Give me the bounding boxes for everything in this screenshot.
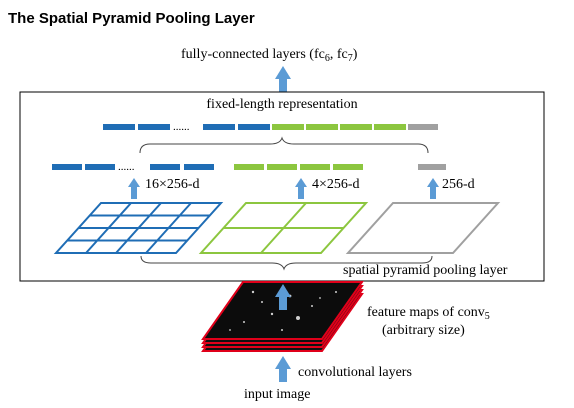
fixed-length-vector: ...... bbox=[103, 121, 438, 133]
top-brace bbox=[139, 136, 429, 154]
input-image-label: input image bbox=[244, 387, 311, 402]
bin-16-vector: ...... bbox=[52, 161, 214, 173]
dim-1-label: 256-d bbox=[442, 177, 475, 192]
spp-layer-label: spatial pyramid pooling layer bbox=[343, 263, 508, 278]
bottom-brace bbox=[140, 255, 433, 271]
feature-maps-label: feature maps of conv5 bbox=[367, 305, 490, 322]
bin-1-vector bbox=[418, 164, 446, 170]
feature-maps-stack bbox=[201, 281, 364, 352]
arrow-up-fc-icon bbox=[275, 66, 291, 92]
dots-top: ...... bbox=[173, 121, 190, 133]
arrow-up-input-icon bbox=[275, 356, 291, 382]
arrow-up-4-icon bbox=[295, 178, 307, 199]
conv-layers-label: convolutional layers bbox=[298, 365, 412, 380]
fixed-length-label: fixed-length representation bbox=[206, 97, 357, 112]
arrow-up-features-icon bbox=[275, 284, 291, 310]
bin-4-vector bbox=[234, 164, 363, 170]
grid-1x1 bbox=[345, 202, 501, 254]
arrow-up-1-icon bbox=[427, 178, 439, 199]
grid-4x4 bbox=[53, 202, 224, 254]
arbitrary-size-label: (arbitrary size) bbox=[382, 323, 465, 338]
fc-label: fully-connected layers (fc6, fc7) bbox=[181, 47, 358, 64]
arrow-up-16-icon bbox=[128, 178, 140, 199]
dim-16-label: 16×256-d bbox=[145, 177, 200, 192]
dots-bottom: ...... bbox=[118, 161, 135, 173]
diagram-title: The Spatial Pyramid Pooling Layer bbox=[8, 10, 255, 27]
grid-2x2 bbox=[198, 202, 369, 254]
dim-4-label: 4×256-d bbox=[312, 177, 360, 192]
